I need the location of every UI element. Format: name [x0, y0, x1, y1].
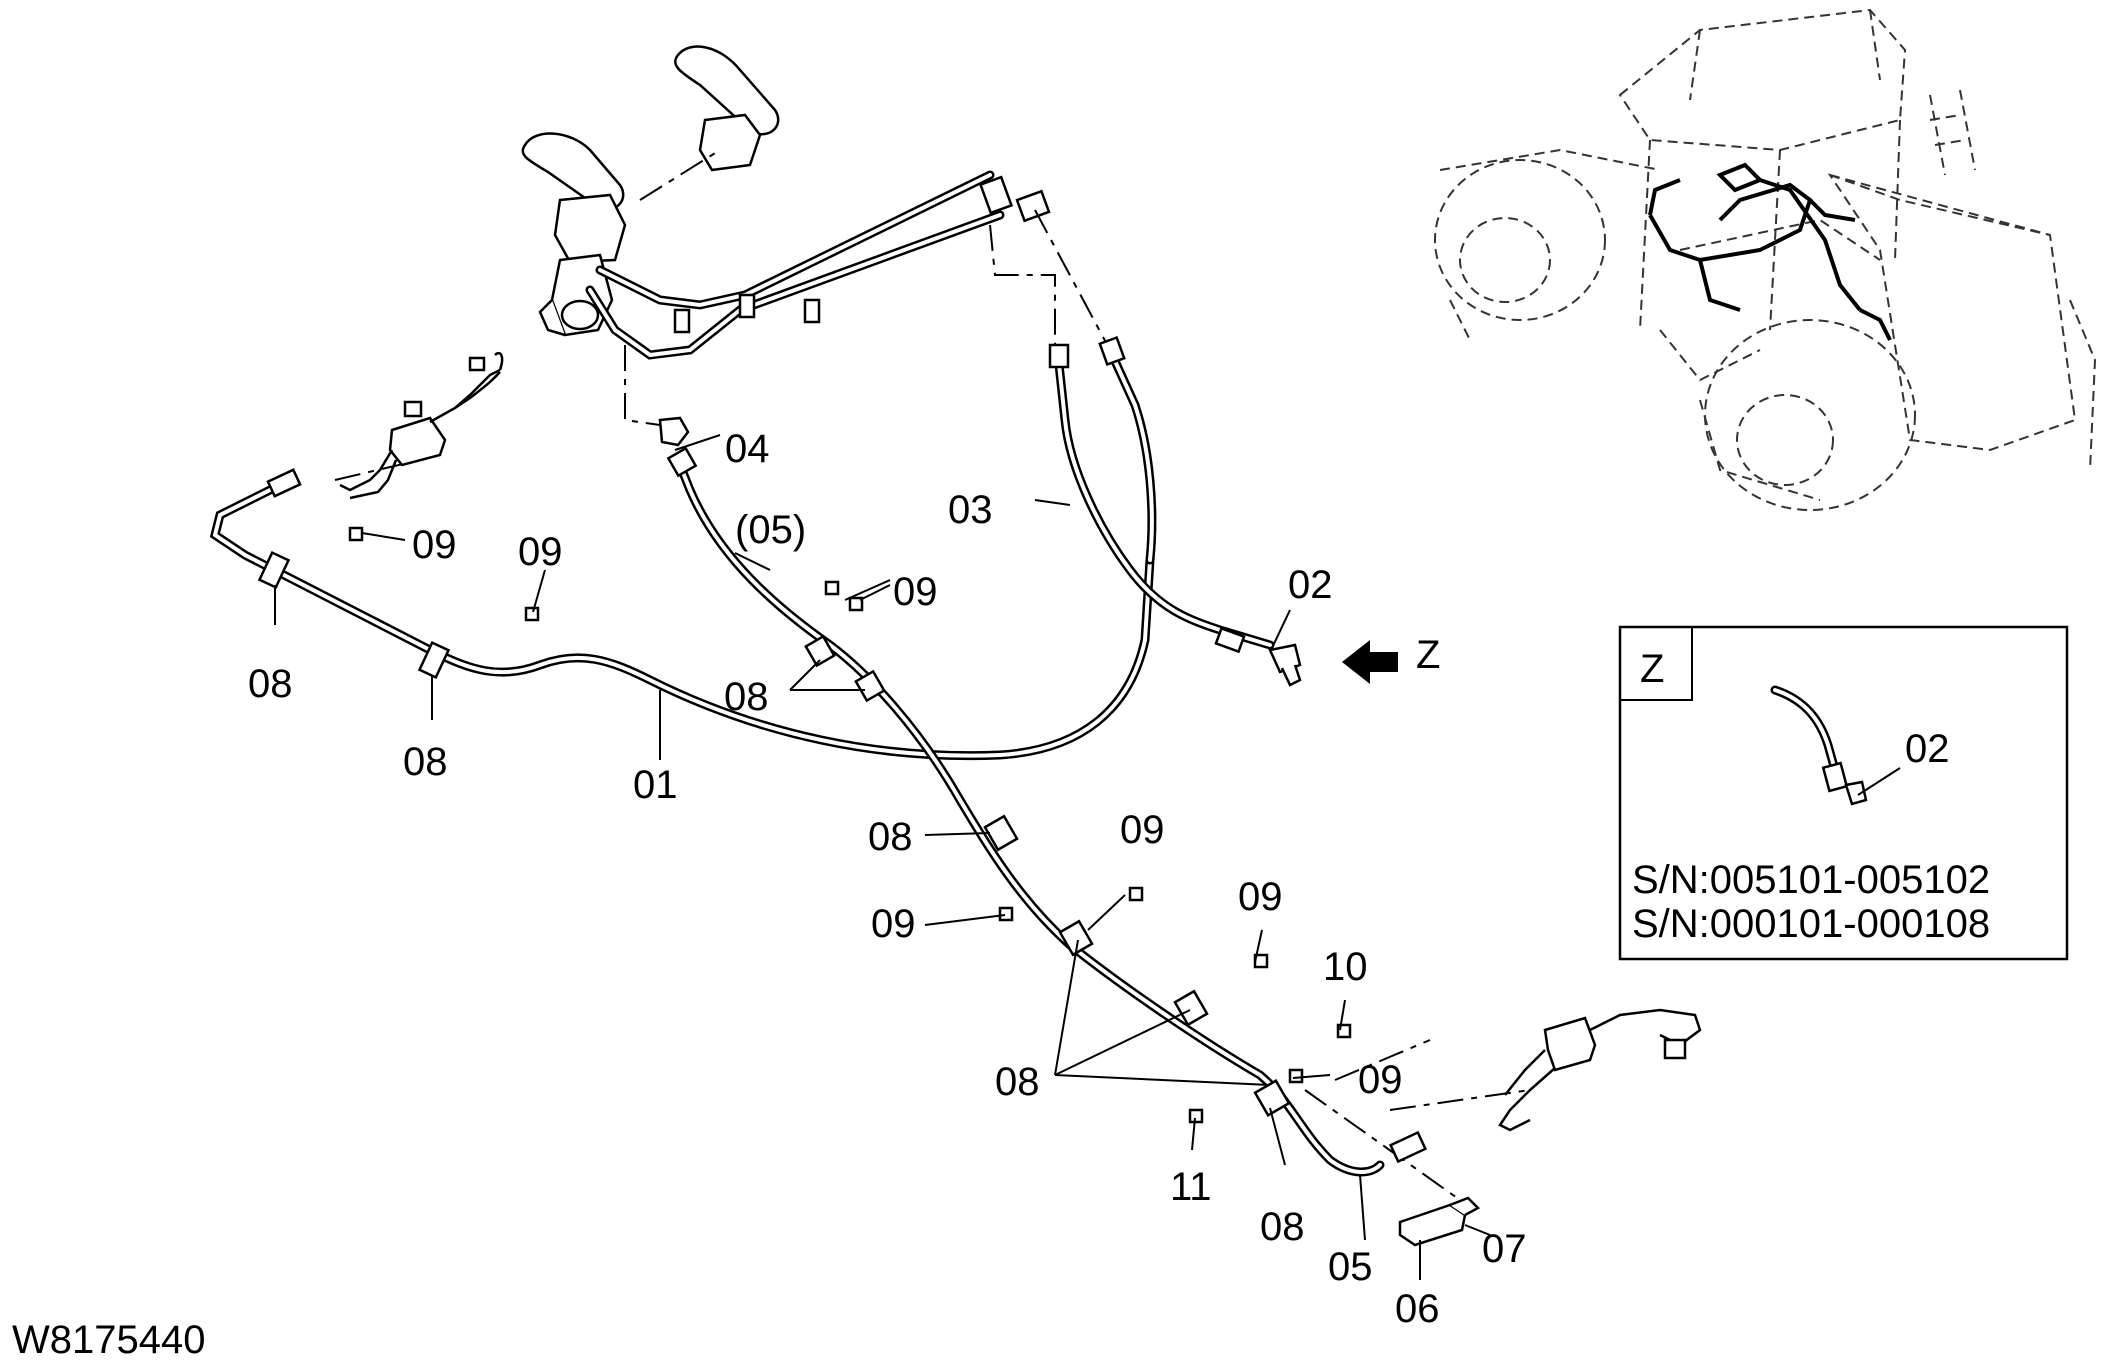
callout-09-d: 09: [1120, 808, 1165, 852]
left-switch-assembly: [339, 351, 504, 500]
fitting-04: [658, 416, 690, 447]
callout-08-a: 08: [248, 662, 293, 706]
callout-05: 05: [1328, 1245, 1373, 1289]
callout-06: 06: [1395, 1287, 1440, 1331]
view-z-label: Z: [1416, 633, 1440, 677]
detail-view-z: Z 02 S/N:005101-005102 S/N:000101-000108: [1618, 625, 2069, 961]
detail-callout-02: 02: [1905, 727, 1950, 771]
callout-04: 04: [725, 427, 770, 471]
leader-lines: [274, 434, 1491, 1280]
callout-09-b: 09: [518, 530, 563, 574]
callout-08-f: 08: [1260, 1205, 1305, 1249]
right-switch-assembly: [1498, 1008, 1702, 1132]
locator-harness: [1648, 162, 1892, 341]
connector-06: [1398, 1196, 1481, 1247]
drawing-number: W8175440: [12, 1318, 205, 1361]
callout-09-f: 09: [1238, 875, 1283, 919]
callout-08-e: 08: [995, 1060, 1040, 1104]
callout-10: 10: [1323, 945, 1368, 989]
detail-serial-1: S/N:005101-005102: [1632, 858, 1990, 902]
detail-z-label: Z: [1640, 647, 1664, 691]
screw-11: [1188, 1108, 1204, 1124]
brake-valve-assembly: [521, 45, 1051, 360]
harness-05: [666, 446, 1428, 1177]
callout-09-e: 09: [871, 902, 916, 946]
callout-05-paren: (05): [735, 508, 806, 552]
pressure-sender-02: [1268, 643, 1302, 687]
view-z-arrow: [1342, 640, 1398, 684]
callout-01: 01: [633, 763, 678, 807]
callout-09-g: 09: [1358, 1058, 1403, 1102]
detail-serial-2: S/N:000101-000108: [1632, 902, 1990, 946]
callout-09-c: 09: [893, 570, 938, 614]
machine-locator-view: [1434, 8, 2097, 511]
callout-08-b: 08: [403, 740, 448, 784]
callout-labels: 04 (05) 03 02 Z 09 09 09 08 08 08 01 09 …: [248, 427, 1527, 1331]
hose-03: [1048, 335, 1275, 654]
callout-09-a: 09: [412, 523, 457, 567]
callout-08-d: 08: [868, 815, 913, 859]
clips-08: [257, 550, 1291, 1117]
callout-07: 07: [1482, 1227, 1527, 1271]
callout-03: 03: [948, 488, 993, 532]
callout-11: 11: [1170, 1165, 1212, 1209]
callout-02: 02: [1288, 563, 1333, 607]
harness-01: [209, 468, 1155, 761]
screws-09: [348, 526, 1304, 1084]
callout-08-c: 08: [724, 675, 769, 719]
